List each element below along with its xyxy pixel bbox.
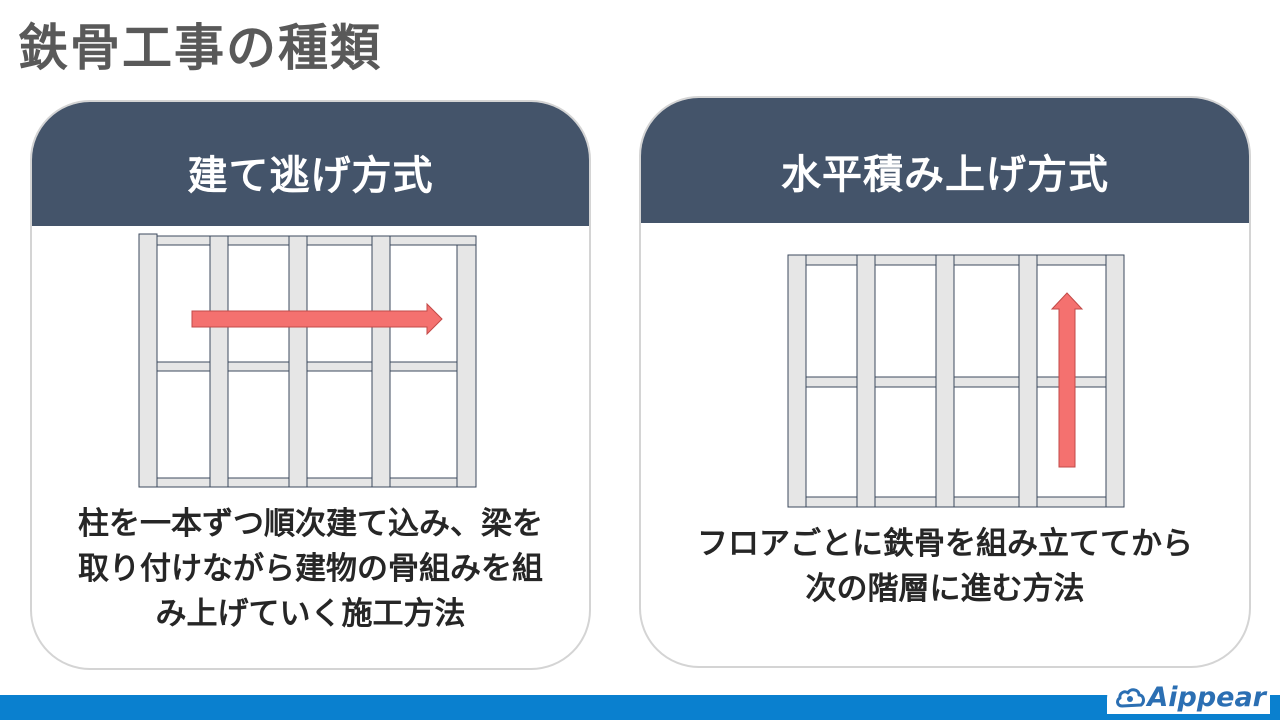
frame-diagram-tatenige — [138, 233, 477, 488]
column — [288, 235, 308, 488]
description-line: み上げていく施工方法 — [155, 596, 466, 632]
brand-logo: Aippear — [1107, 680, 1270, 714]
beam-top — [154, 235, 477, 246]
cloud-logo-icon — [1116, 688, 1146, 708]
description-line: 次の階層に進む方法 — [805, 571, 1085, 607]
column — [371, 235, 391, 488]
card-heading: 水平積み上げ方式 — [641, 98, 1249, 223]
footer-bar — [0, 695, 1280, 720]
card-description: 柱を一本ずつ順次建て込み、梁を 取り付けながら建物の骨組みを組 み上げていく施工… — [32, 502, 589, 637]
progress-arrow-right — [191, 302, 443, 336]
column — [787, 254, 807, 508]
frame-diagram-suihei — [787, 254, 1125, 508]
column — [138, 233, 158, 488]
card-heading: 建て逃げ方式 — [32, 102, 589, 226]
description-line: フロアごとに鉄骨を組み立ててから — [697, 526, 1193, 562]
column — [209, 235, 229, 488]
column — [935, 254, 955, 508]
column — [1105, 254, 1125, 508]
card-tatenige: 建て逃げ方式 柱を一本ずつ順次建て込み、梁を 取り付けながら建物の骨組みを組 み… — [30, 100, 591, 670]
card-description: フロアごとに鉄骨を組み立ててから 次の階層に進む方法 — [641, 522, 1249, 612]
beam-bottom — [154, 477, 477, 488]
beam-bottom — [787, 496, 1125, 508]
column — [456, 244, 477, 488]
beam-top — [787, 254, 1125, 266]
card-suihei: 水平積み上げ方式 フロアごとに鉄骨を組み立ててから 次の階層に進む方法 — [639, 96, 1251, 668]
progress-arrow-up — [1050, 292, 1084, 468]
description-line: 柱を一本ずつ順次建て込み、梁を — [78, 506, 543, 542]
page-title: 鉄骨工事の種類 — [18, 19, 382, 77]
column — [856, 254, 876, 508]
description-line: 取り付けながら建物の骨組みを組 — [78, 551, 543, 587]
brand-name: Aippear — [1147, 681, 1266, 713]
column — [1018, 254, 1038, 508]
